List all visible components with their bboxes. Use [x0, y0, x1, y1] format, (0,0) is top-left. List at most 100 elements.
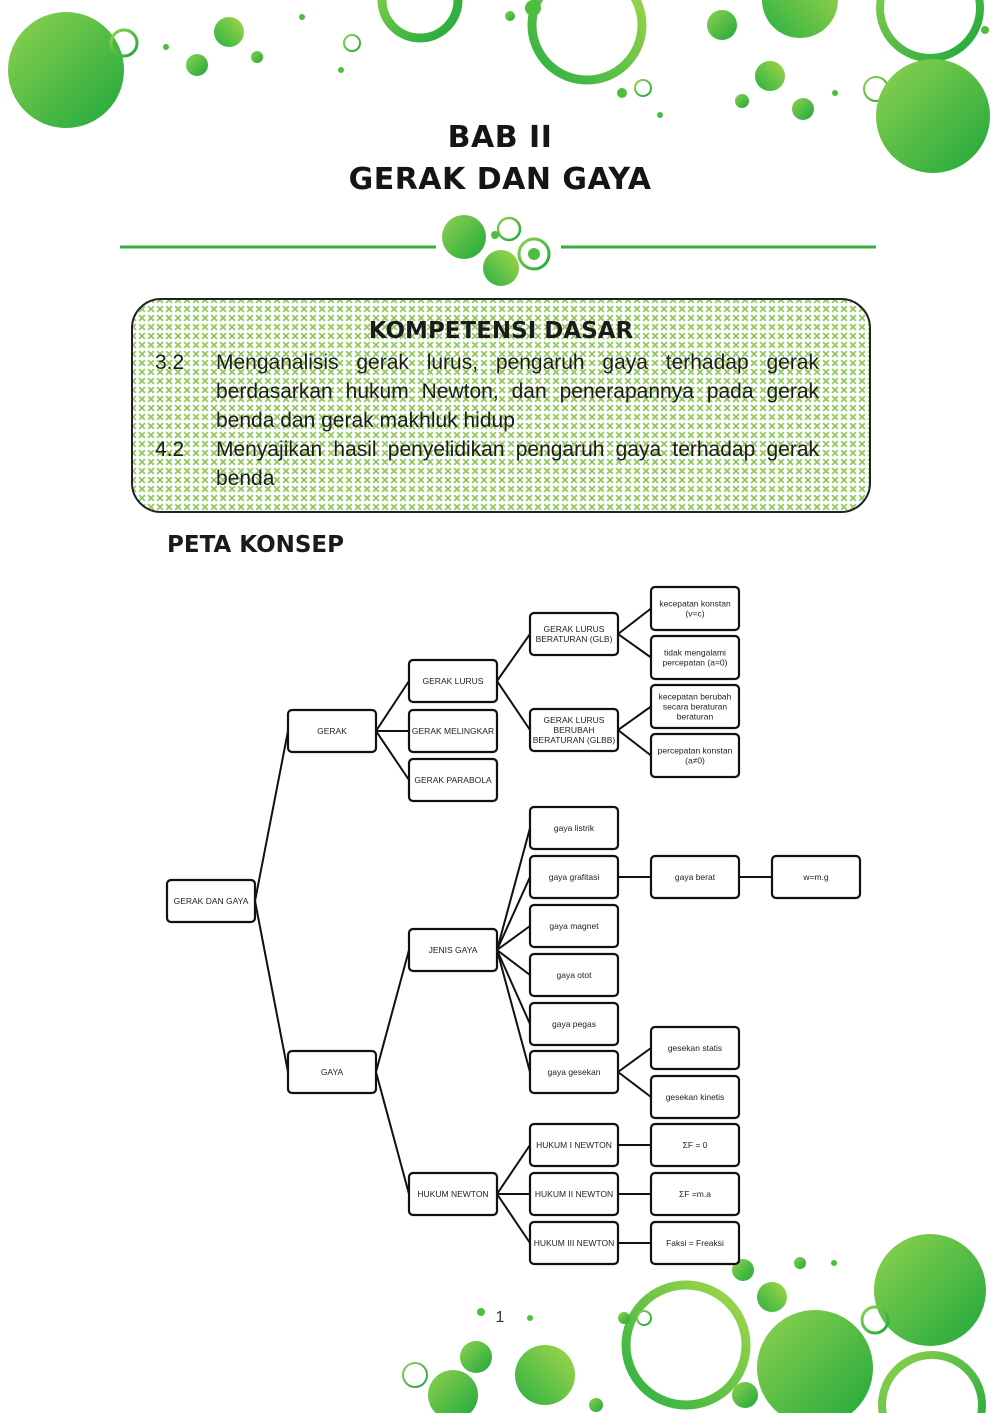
concept-node-label: gaya grafitasi: [549, 872, 600, 882]
connector-line: [375, 680, 410, 732]
concept-node-label: w=m.g: [802, 872, 829, 882]
connector-line: [375, 949, 410, 1073]
concept-node-label: GERAK: [317, 726, 347, 736]
concept-node-label: gesekan statis: [668, 1043, 722, 1053]
concept-node-box: [528, 1122, 620, 1168]
concept-node-label: kecepatan berubah: [659, 692, 732, 702]
concept-node-label: GERAK MELINGKAR: [412, 726, 494, 736]
kompetensi-number: 4.2: [155, 438, 185, 461]
concept-node-label: percepatan konstan: [658, 746, 733, 756]
concept-node-f2: ΣF =m.a: [649, 1171, 741, 1217]
concept-node-gerak: GERAK: [286, 708, 378, 754]
connector-line: [617, 1047, 652, 1073]
concept-node-hukum-newton: HUKUM NEWTON: [407, 1171, 499, 1217]
concept-node-label: GERAK LURUS: [544, 715, 605, 725]
concept-node-label: percepatan (a=0): [663, 658, 728, 668]
concept-node-box: [528, 1049, 620, 1095]
kompetensi-item: 3.2 Menganalisis gerak lurus, pengaruh g…: [155, 348, 819, 435]
concept-node-box: [649, 1220, 741, 1266]
concept-node-box: [528, 1001, 620, 1047]
concept-node-box: [407, 708, 499, 754]
concept-node-g-berat: gaya berat: [649, 854, 741, 900]
concept-node-glbb-2: percepatan konstan(a≠0): [649, 732, 741, 779]
concept-node-label: HUKUM II NEWTON: [535, 1189, 613, 1199]
concept-node-label: tidak mengalami: [664, 648, 726, 658]
connector-line: [496, 633, 531, 682]
concept-node-box: [528, 1220, 620, 1266]
concept-node-wmg: w=m.g: [770, 854, 862, 900]
concept-node-box: [407, 1171, 499, 1217]
concept-node-label: GERAK LURUS: [423, 676, 484, 686]
concept-node-label: BERUBAH: [553, 725, 594, 735]
connector-line: [617, 607, 652, 635]
connector-line: [496, 680, 531, 731]
concept-node-hn2: HUKUM II NEWTON: [528, 1171, 620, 1217]
page-number: 1: [495, 1309, 505, 1326]
concept-node-label: HUKUM III NEWTON: [534, 1238, 615, 1248]
concept-node-box: [528, 952, 620, 998]
concept-node-ges-statis: gesekan statis: [649, 1025, 741, 1071]
concept-node-box: [770, 854, 862, 900]
connector-line: [496, 925, 531, 951]
concept-node-label: ΣF =m.a: [679, 1189, 711, 1199]
connector-line: [617, 1071, 652, 1098]
concept-node-gerak-lurus: GERAK LURUS: [407, 658, 499, 704]
connector-line: [617, 705, 652, 731]
kompetensi-item: 4.2 Menyajikan hasil penyelidikan pengar…: [155, 435, 819, 493]
concept-node-g-magnet: gaya magnet: [528, 903, 620, 949]
connector-line: [617, 729, 652, 757]
concept-node-label: (v=c): [685, 609, 704, 619]
concept-node-box: [649, 634, 741, 681]
concept-node-label: GERAK LURUS: [544, 624, 605, 634]
concept-node-g-otot: gaya otot: [528, 952, 620, 998]
concept-node-label: ΣF = 0: [683, 1140, 708, 1150]
concept-node-g-listrik: gaya listrik: [528, 805, 620, 851]
concept-node-box: [286, 708, 378, 754]
concept-node-box: [528, 1171, 620, 1217]
concept-node-box: [165, 878, 257, 924]
connector-line: [496, 1193, 531, 1244]
concept-node-label: BERATURAN (GLBB): [533, 735, 616, 745]
concept-node-box: [528, 854, 620, 900]
concept-node-box: [649, 854, 741, 900]
concept-node-box: [649, 683, 741, 730]
concept-node-label: secara beraturan: [663, 702, 728, 712]
concept-node-label: gaya magnet: [549, 921, 599, 931]
connector-line: [254, 730, 289, 902]
concept-node-g-grafitasi: gaya grafitasi: [528, 854, 620, 900]
concept-node-label: GERAK DAN GAYA: [174, 896, 249, 906]
chapter-label: BAB II: [447, 120, 553, 155]
concept-node-label: GAYA: [321, 1067, 344, 1077]
concept-node-box: [649, 1122, 741, 1168]
kompetensi-dasar-title: KOMPETENSI DASAR: [368, 318, 634, 344]
concept-node-hn3: HUKUM III NEWTON: [528, 1220, 620, 1266]
concept-node-label: JENIS GAYA: [429, 945, 478, 955]
connector-line: [496, 949, 531, 976]
concept-node-box: [407, 658, 499, 704]
concept-node-label: (a≠0): [685, 756, 705, 766]
connector-line: [496, 949, 531, 1073]
concept-node-label: Faksi = Freaksi: [666, 1238, 724, 1248]
concept-node-label: HUKUM I NEWTON: [536, 1140, 612, 1150]
concept-node-label: BERATURAN (GLB): [536, 634, 613, 644]
connector-line: [617, 633, 652, 659]
kompetensi-number: 3.2: [155, 351, 185, 374]
kompetensi-text: Menyajikan hasil penyelidikan pengaruh g…: [216, 438, 819, 490]
concept-node-box: [528, 805, 620, 851]
concept-node-box: [286, 1049, 378, 1095]
peta-konsep-heading: PETA KONSEP: [167, 532, 345, 558]
concept-node-g-gesekan: gaya gesekan: [528, 1049, 620, 1095]
kompetensi-text: Menganalisis gerak lurus, pengaruh gaya …: [216, 351, 819, 432]
concept-node-glb-1: kecepatan konstan(v=c): [649, 585, 741, 632]
concept-node-label: gaya gesekan: [548, 1067, 601, 1077]
concept-node-f3: Faksi = Freaksi: [649, 1220, 741, 1266]
concept-node-label: gesekan kinetis: [666, 1092, 725, 1102]
concept-node-gaya: GAYA: [286, 1049, 378, 1095]
concept-node-f1: ΣF = 0: [649, 1122, 741, 1168]
concept-node-label: kecepatan konstan: [659, 599, 731, 609]
